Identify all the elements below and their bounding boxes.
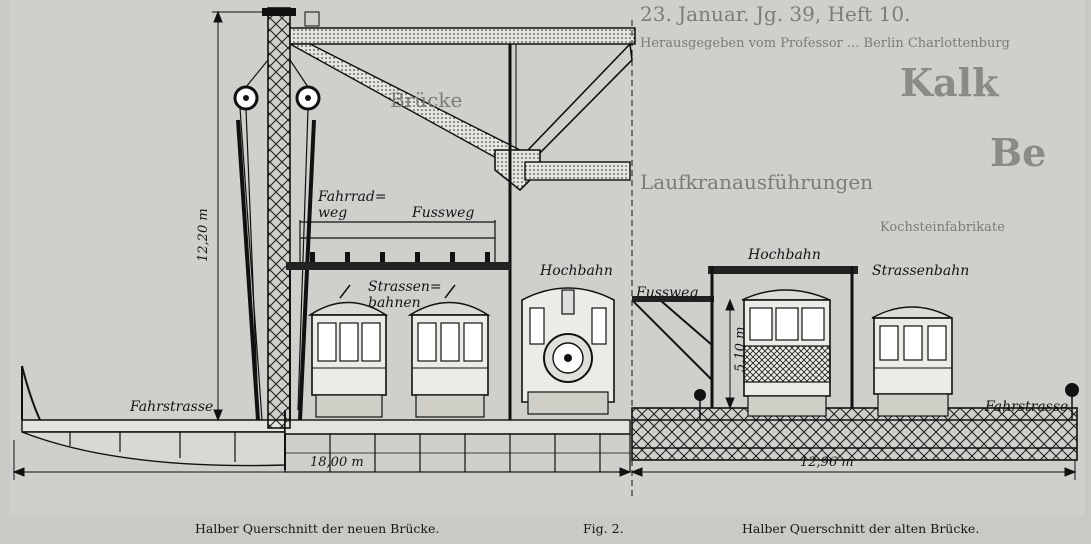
bg-line-text: Herausgegeben vom Professor ... Berlin C… xyxy=(640,36,1010,51)
label-strassenbahn-old: Strassenbahn xyxy=(872,263,970,279)
bg-mid-text: Kochsteinfabrikate xyxy=(880,220,1005,235)
dimension-width-old: 12,96 m xyxy=(800,455,854,470)
bg-header-text: 23. Januar. Jg. 39, Heft 10. xyxy=(640,2,911,26)
bg-bridge-text: Brücke xyxy=(390,88,463,112)
label-strassenbahnen-line1: Strassen= xyxy=(368,279,442,295)
caption-new-bridge: Halber Querschnitt der neuen Brücke. xyxy=(195,521,440,536)
label-fussweg-new: Fussweg xyxy=(412,205,475,221)
bg-big-text-1: Kalk xyxy=(900,60,999,105)
old-tram-car xyxy=(871,306,953,417)
new-bridge-section xyxy=(12,7,636,500)
dimension-height-old: 5,10 m xyxy=(733,326,748,372)
caption-old-bridge: Halber Querschnitt der alten Brücke. xyxy=(742,521,980,536)
dimension-height-new: 12,20 m xyxy=(196,208,211,262)
caption-figure-number: Fig. 2. xyxy=(583,521,624,536)
label-fahrradweg-line2: weg xyxy=(318,205,348,221)
elevated-railway-locomotive xyxy=(521,287,615,415)
tram-car-1 xyxy=(307,284,389,418)
old-elevated-railway-car xyxy=(741,289,831,417)
dimension-width-new: 18,00 m xyxy=(310,455,364,470)
tram-car-2 xyxy=(407,284,491,418)
bg-title-text: Laufkranausführungen xyxy=(640,170,874,194)
label-hochbahn-old: Hochbahn xyxy=(748,247,821,263)
label-fahrstrasse-new: Fahrstrasse xyxy=(130,399,214,415)
bg-big-text-2: Be xyxy=(990,130,1047,175)
old-bridge-section xyxy=(630,266,1079,480)
label-fahrstrasse-old: Fahrstrasse xyxy=(985,399,1069,415)
label-fahrradweg-line1: Fahrrad= xyxy=(318,189,387,205)
label-hochbahn-new: Hochbahn xyxy=(540,263,613,279)
label-strassenbahnen-line2: bahnen xyxy=(368,295,421,311)
label-fussweg-old: Fussweg xyxy=(636,285,699,301)
